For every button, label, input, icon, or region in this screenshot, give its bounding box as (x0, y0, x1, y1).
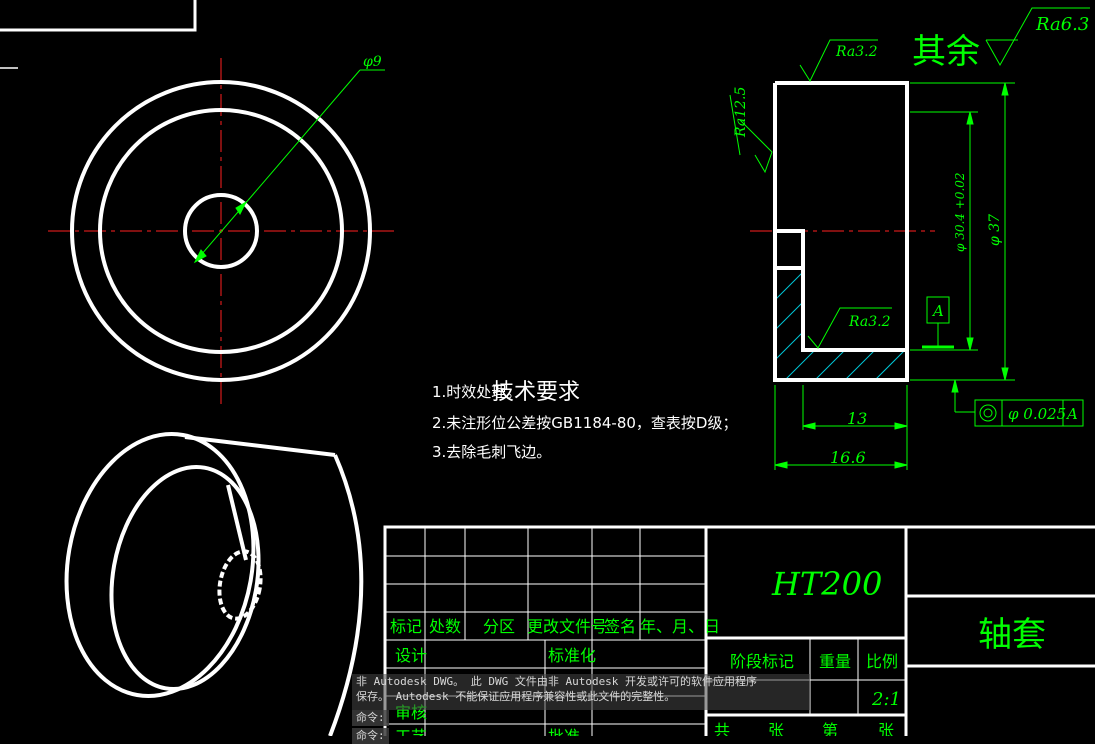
col-mark: 标记 (390, 617, 422, 636)
section-view: Ra3.2 Ra12.5 Ra3.2 Ra6.3 φ 30.4 +0.02 φ … (729, 7, 1090, 470)
roughness-other-prefix: 其余 (912, 32, 980, 72)
weight: 重量 (819, 652, 851, 671)
dim-phi9-text: φ9 (363, 54, 382, 70)
command-message-line-1: 非 Autodesk DWG。 此 DWG 文件由非 Autodesk 开发或许… (356, 675, 758, 688)
bore-circle (183, 193, 259, 269)
dim-16-6: 16.6 (830, 448, 866, 467)
row-process: 工艺 (395, 727, 427, 736)
col-count: 处数 (429, 617, 461, 636)
material: HT200 (771, 565, 882, 603)
command-line[interactable]: 非 Autodesk DWG。 此 DWG 文件由非 Autodesk 开发或许… (352, 674, 812, 744)
dim-bore: φ 30.4 +0.02 (953, 172, 967, 252)
roughness-inner: Ra3.2 (848, 314, 891, 330)
tech-line-2: 2.未注形位公差按GB1184-80，查表按D级； (432, 414, 737, 432)
row-design: 设计 (395, 646, 427, 665)
tech-line-1: 1.时效处理。 (432, 383, 521, 401)
scale: 比例 (866, 652, 898, 671)
roughness-other: Ra6.3 (1035, 14, 1089, 35)
tech-line-3: 3.去除毛刺飞边。 (432, 443, 551, 461)
frame-fragment (0, 0, 197, 69)
command-prompt-1[interactable]: 命令: (352, 710, 389, 726)
section-dimensions (729, 7, 1090, 470)
front-view: φ9 (48, 54, 395, 405)
datum-label: A (931, 302, 944, 320)
scale-value: 2:1 (871, 689, 901, 710)
sheets-total: 共 (714, 721, 730, 736)
geo-tolerance-datum: A (1065, 405, 1078, 423)
roughness-top: Ra3.2 (835, 44, 878, 60)
row-standardize: 标准化 (548, 646, 596, 665)
dim-13: 13 (847, 409, 867, 428)
col-date: 年、月、日 (640, 617, 720, 636)
outer-circle (70, 80, 372, 382)
command-message: 非 Autodesk DWG。 此 DWG 文件由非 Autodesk 开发或许… (352, 674, 810, 710)
col-zone: 分区 (483, 617, 515, 636)
command-prompt-2[interactable]: 命令: (352, 728, 389, 744)
roughness-left: Ra12.5 (733, 87, 749, 138)
col-signature: 签名 (604, 617, 636, 636)
stage-mark: 阶段标记 (730, 652, 794, 671)
geo-tolerance-value: φ 0.025 (1008, 405, 1066, 423)
part-name: 轴套 (978, 615, 1046, 655)
sheets-unit: 张 (768, 721, 784, 736)
row-approve: 批准 (548, 727, 580, 736)
isometric-view (64, 432, 364, 736)
sheet-unit2: 张 (878, 721, 894, 736)
command-message-line-2: 保存。 Autodesk 不能保证应用程序兼容性或此文件的完整性。 (356, 690, 676, 703)
col-change-doc: 更改文件号 (527, 617, 607, 636)
dim-outer: φ 37 (987, 214, 1003, 246)
front-dim-phi9 (193, 69, 385, 264)
tech-title: 技术要求 (492, 380, 580, 405)
title-block: 标记 处数 分区 更改文件号 签名 年、月、日 设计 标准化 审核 工艺 批准 … (383, 525, 1095, 736)
tech-requirements: 1.时效处理。 技术要求 2.未注形位公差按GB1184-80，查表按D级； 3… (432, 380, 737, 461)
section-hatch (774, 271, 906, 381)
inner-step-circle (98, 108, 344, 354)
section-outline (773, 81, 909, 382)
sheet-no: 第 (822, 721, 838, 736)
